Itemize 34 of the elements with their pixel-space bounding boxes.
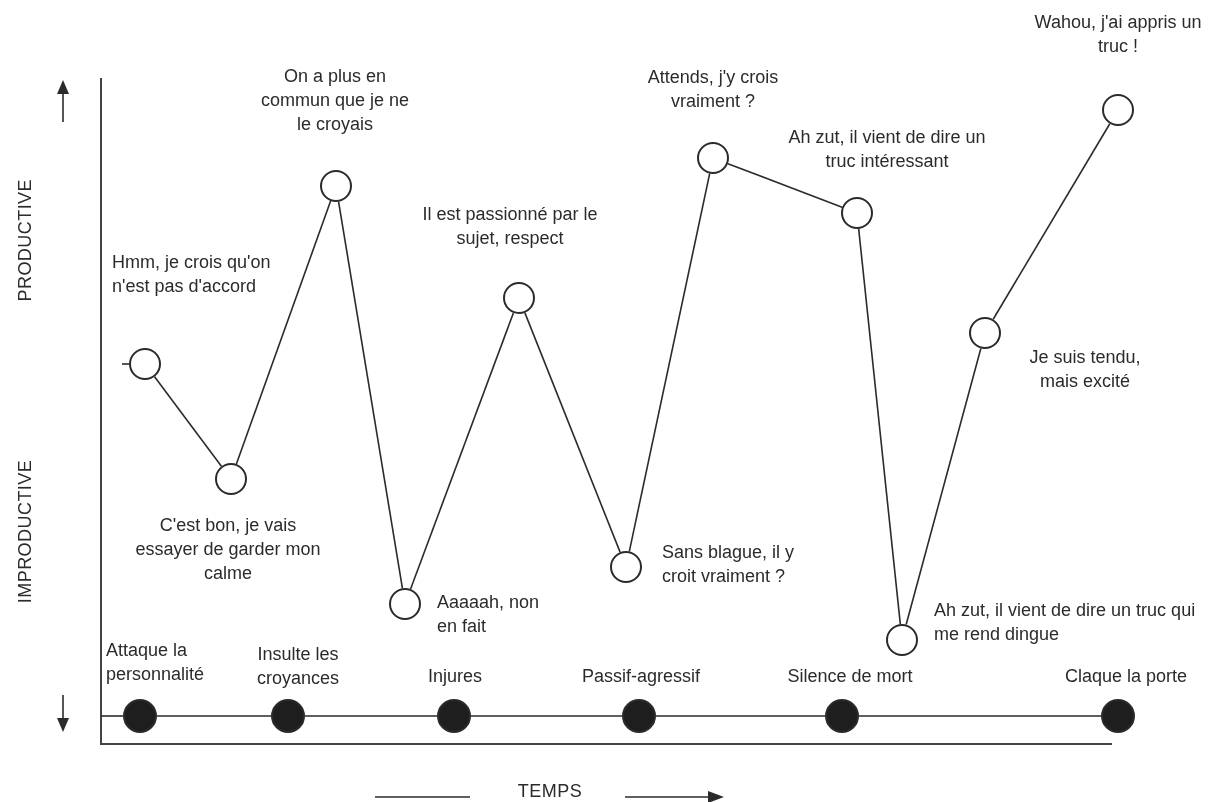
- connector-line: [156, 715, 272, 717]
- thought-caption: On a plus en commun que je ne le croyais: [259, 65, 411, 136]
- connector-line: [304, 715, 438, 717]
- axis-label: TEMPS: [516, 780, 584, 802]
- thought-caption: Aaaaah, non en fait: [437, 591, 541, 638]
- thought-caption: Ah zut, il vient de dire un truc intéressant: [787, 126, 987, 173]
- connector-line: [524, 312, 621, 553]
- connector-line: [121, 363, 130, 365]
- axis-label: PRODUCTIVE: [13, 181, 36, 302]
- thought-caption: Sans blague, il y croit vraiment ?: [662, 541, 796, 588]
- thought-caption: Wahou, j'ai appris un truc !: [1033, 11, 1203, 58]
- connector-line: [655, 715, 826, 717]
- connector-line: [409, 312, 515, 590]
- behavior-label: Passif-agressif: [580, 665, 701, 688]
- connector-line: [857, 228, 902, 625]
- thought-caption: Attends, j'y crois vraiment ?: [646, 66, 780, 113]
- thought-caption: Hmm, je crois qu'on n'est pas d'accord: [112, 251, 272, 298]
- behavior-label: Injures: [427, 665, 483, 688]
- behavior-label: Silence de mort: [786, 665, 914, 688]
- connector-line: [337, 201, 404, 589]
- connector-line: [628, 172, 711, 553]
- connector-line: [100, 715, 124, 717]
- behavior-label: Insulte les croyances: [255, 643, 340, 690]
- connector-line: [470, 715, 623, 717]
- connector-line: [858, 715, 1102, 717]
- thought-caption: Il est passionné par le sujet, respect: [421, 203, 599, 250]
- behavior-label: Claque la porte: [1063, 665, 1189, 688]
- connector-line: [905, 347, 982, 626]
- connector-line: [235, 200, 332, 465]
- axis-label: IMPRODUCTIVE: [13, 458, 36, 606]
- thought-caption: Ah zut, il vient de dire un truc qui me rend dingue: [934, 599, 1197, 646]
- thought-caption: Je suis tendu, mais excité: [1028, 346, 1142, 393]
- thought-caption: C'est bon, je vais essayer de garder mon calme: [134, 514, 322, 585]
- behavior-label: Attaque la personnalité: [106, 639, 206, 686]
